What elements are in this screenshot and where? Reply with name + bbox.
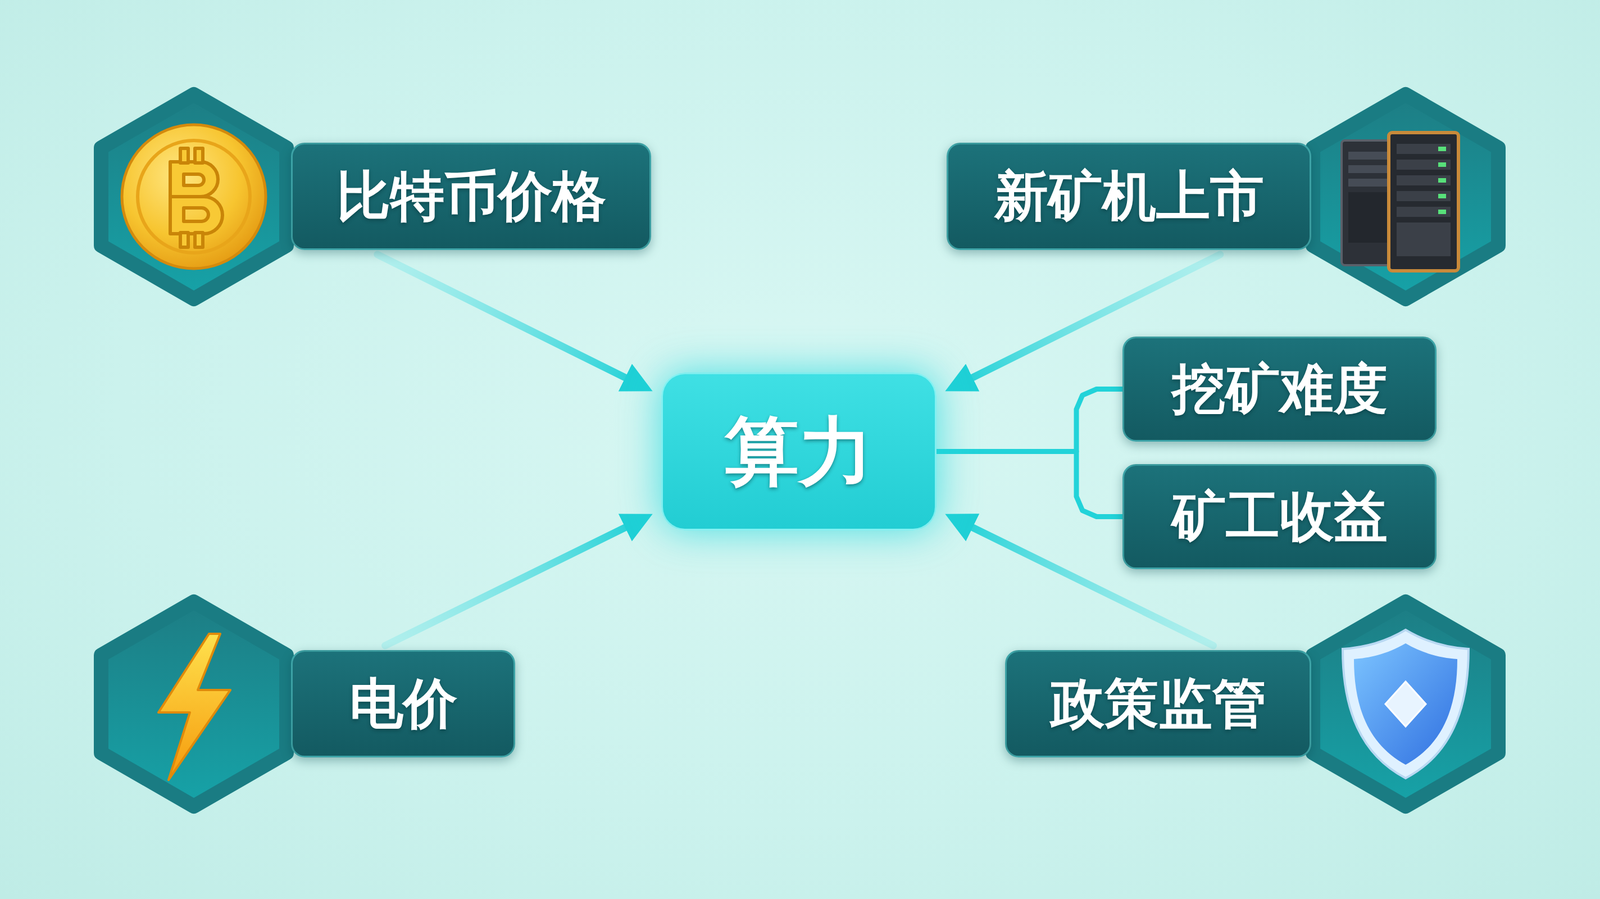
factor-box: 矿工收益 [1122, 464, 1437, 570]
factor-box: 新矿机上市 [946, 142, 1312, 250]
factor-box: 政策监管 [1005, 650, 1312, 758]
node-label: 矿工收益 [1171, 485, 1388, 548]
factor-box: 挖矿难度 [1122, 336, 1437, 442]
server-rack-icon [1341, 132, 1459, 271]
node-label: 算力 [724, 408, 874, 495]
lightning-bolt-icon [158, 633, 231, 780]
factor-box: 比特币价格 [291, 142, 652, 250]
hub-box: 算力 [661, 372, 937, 531]
node-label: 挖矿难度 [1171, 357, 1388, 420]
node-label: 电价 [349, 672, 458, 735]
shield-icon [1342, 629, 1469, 779]
factor-box: 电价 [291, 650, 516, 758]
influence-arrow [385, 517, 645, 646]
node-label: 政策监管 [1050, 672, 1267, 735]
node-label: 比特币价格 [336, 165, 607, 227]
node-label: 新矿机上市 [994, 165, 1265, 227]
influence-arrow [377, 254, 645, 388]
hexagon-badge [101, 94, 1499, 807]
bracket-connector [936, 389, 1123, 452]
bitcoin-coin-icon [121, 124, 266, 269]
bracket-connector [936, 451, 1123, 517]
